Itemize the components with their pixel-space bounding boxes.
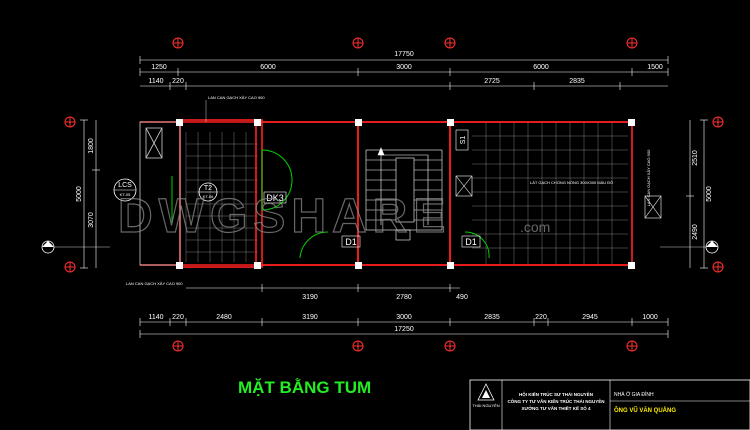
tile-grid-left xyxy=(185,132,258,262)
dim-overall-bottom: 17250 xyxy=(394,326,414,333)
svg-text:A: A xyxy=(46,241,51,248)
dim-bottom2-5: 3000 xyxy=(396,314,412,321)
label-s1: S1 xyxy=(455,129,469,151)
columns xyxy=(176,119,635,269)
dim-top2-4: 2835 xyxy=(569,78,585,85)
tile-grid-right xyxy=(472,122,628,265)
dim-top-5: 1500 xyxy=(647,64,663,71)
axis-markers-sides xyxy=(64,116,724,273)
dim-left-1: 1800 xyxy=(88,138,95,154)
dim-right-2: 2490 xyxy=(692,224,699,240)
svg-text:LCS: LCS xyxy=(118,182,132,189)
label-d1-right: D1 xyxy=(461,235,481,248)
axis-a-left: A xyxy=(41,240,110,254)
doors xyxy=(171,149,490,259)
dim-bottom2-7: 220 xyxy=(535,314,547,321)
watermark-text: DWGSHARE xyxy=(118,190,451,243)
dim-bottom2-6: 2835 xyxy=(484,314,500,321)
company-logo-icon xyxy=(477,383,495,401)
svg-text:D1: D1 xyxy=(345,237,357,247)
dim-bottom2-4: 3190 xyxy=(302,314,318,321)
tb-owner: ÔNG VŨ VĂN QUẢNG xyxy=(614,406,676,414)
dim-left-2: 3070 xyxy=(88,212,95,228)
dim-left-total: 5000 xyxy=(76,186,83,202)
svg-text:T2: T2 xyxy=(204,185,212,192)
dim-right-total: 5000 xyxy=(706,186,713,202)
dim-top2-1: 1140 xyxy=(148,78,163,85)
drawing-title: MẶT BẰNG TUM xyxy=(238,378,371,397)
label-d1-left: D1 xyxy=(341,235,361,248)
tb-project-label: NHÀ Ở GIA ĐÌNH xyxy=(614,391,654,398)
note-bottom-left: LAN CAN GẠCH XÂY CAO 900 xyxy=(126,281,183,286)
shaft-box xyxy=(455,175,662,219)
svg-text:KT-06: KT-06 xyxy=(203,194,214,199)
dim-top-3: 3000 xyxy=(396,64,412,71)
axis-markers-top xyxy=(172,37,638,49)
section-marker-t2: T2 KT-06 xyxy=(198,182,218,202)
dim-overall-top: 17750 xyxy=(394,51,414,58)
svg-text:S1: S1 xyxy=(460,136,467,145)
dim-bottom2-8: 2945 xyxy=(582,314,598,321)
dim-top2-2: 220 xyxy=(172,78,184,85)
svg-text:A: A xyxy=(710,241,715,248)
dim-right-1: 2510 xyxy=(692,150,699,166)
svg-text:KT-05: KT-05 xyxy=(120,192,131,197)
note-top-left: LAN CAN GẠCH XÂY CAO 900 xyxy=(208,95,265,100)
dim-bottom-small: 490 xyxy=(456,294,468,301)
axis-markers-bottom xyxy=(172,340,638,352)
dim-bottom2-2: 220 xyxy=(172,314,184,321)
dimension-lines xyxy=(80,56,708,338)
note-right-room: LÁT GẠCH CHỐNG NÓNG 300X300 MÀU ĐỎ xyxy=(530,180,613,185)
logo-text: THÁI NGUYÊN xyxy=(472,403,499,408)
tb-line3: XƯỞNG TƯ VẤN THIẾT KẾ SỐ 4 xyxy=(521,405,591,411)
axis-a-right: A xyxy=(660,240,719,254)
svg-text:D1: D1 xyxy=(465,237,477,247)
watermark-suffix: .com xyxy=(520,219,550,235)
label-dk3: DK3 xyxy=(263,191,287,204)
dim-bottom1-2: 2780 xyxy=(396,294,412,301)
svg-text:DK3: DK3 xyxy=(266,193,284,203)
dim-top-4: 6000 xyxy=(533,64,549,71)
dim-top2-3: 2725 xyxy=(484,78,500,85)
dim-top-1: 1250 xyxy=(151,64,167,71)
dim-bottom2-3: 2480 xyxy=(216,314,232,321)
staircase xyxy=(365,147,443,241)
dim-bottom1-1: 3190 xyxy=(302,294,318,301)
section-marker-lcs: LCS KT-05 xyxy=(113,178,137,202)
dim-bottom2-1: 1140 xyxy=(148,314,163,321)
dim-bottom2-9: 1000 xyxy=(642,314,658,321)
dim-top-2: 6000 xyxy=(260,64,276,71)
left-parapet xyxy=(139,121,181,266)
note-right-wall: LAN CAN GẠCH XÂY CAO 900 xyxy=(646,149,651,206)
tb-line1: HỘI KIẾN TRÚC SƯ THÁI NGUYÊN xyxy=(519,390,593,397)
title-block: THÁI NGUYÊN HỘI KIẾN TRÚC SƯ THÁI NGUYÊN… xyxy=(469,379,750,430)
tb-line2: CÔNG TY TƯ VẤN KIẾN TRÚC THÁI NGUYÊN xyxy=(508,397,605,404)
